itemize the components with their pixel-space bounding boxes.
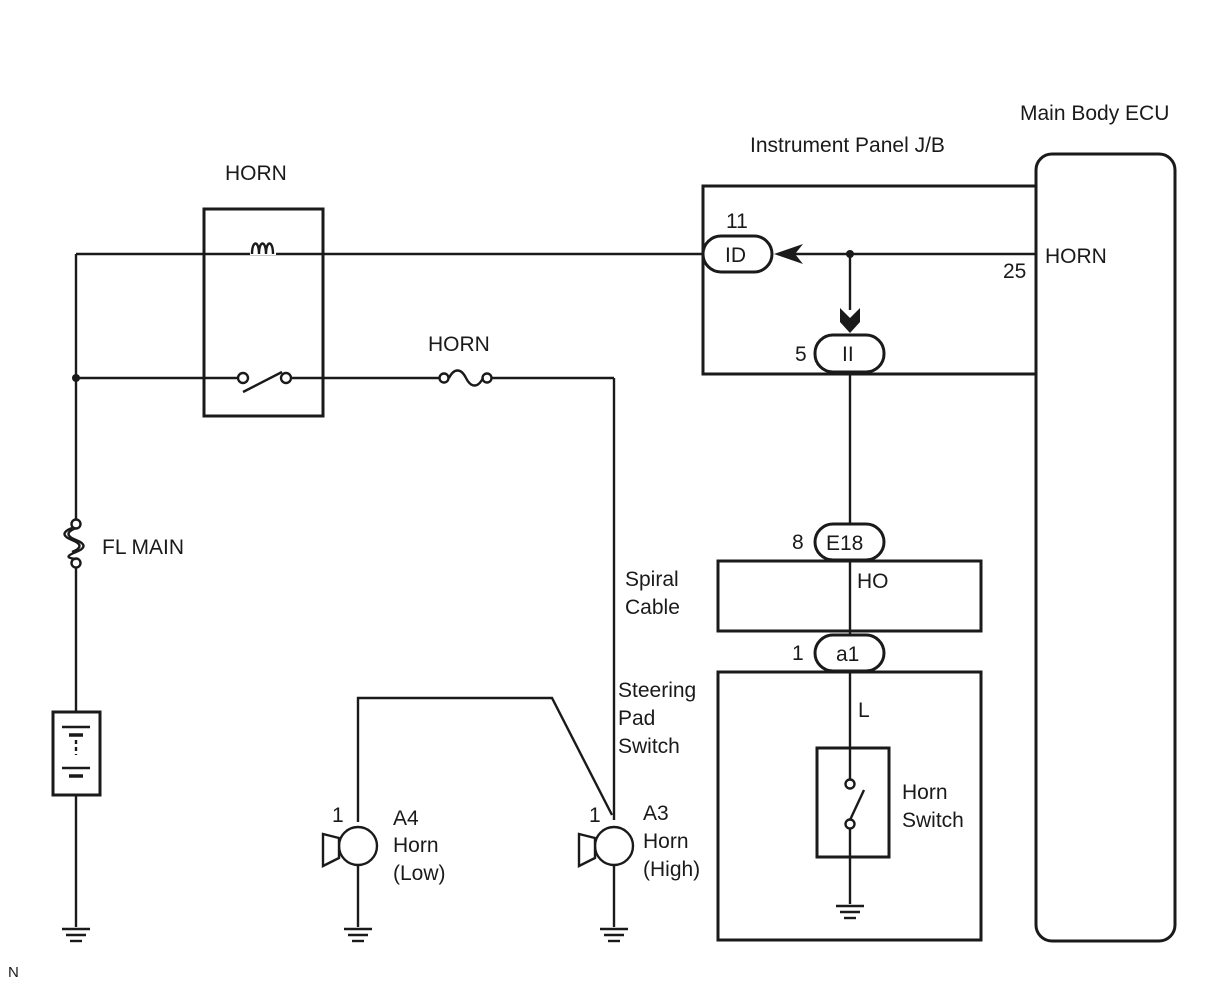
horn-fuse-label: HORN <box>428 333 490 356</box>
a4-horn-type: (Low) <box>393 862 446 885</box>
connector-id-pin: 11 <box>726 210 748 233</box>
a3-horn-pin: 1 <box>589 804 601 827</box>
instrument-panel-jb-box <box>701 184 1038 376</box>
connector-ii-code: II <box>842 343 854 366</box>
steering-pad-label-2: Pad <box>618 707 655 730</box>
connector-e18-code: E18 <box>826 532 863 555</box>
ecu-pin-25: 25 <box>1003 260 1026 283</box>
spiral-cable-box <box>716 559 983 633</box>
connector-id: ID <box>701 234 803 274</box>
a3-horn-type: (High) <box>643 858 700 881</box>
connector-ii: II <box>813 308 886 374</box>
steering-pad-label-1: Steering <box>618 679 696 702</box>
a3-horn-name: Horn <box>643 830 689 853</box>
horn-fuse-icon <box>438 369 493 387</box>
horn-switch-label-2: Switch <box>902 809 964 832</box>
spiral-cable-label-2: Cable <box>625 596 680 619</box>
instrument-panel-jb-label: Instrument Panel J/B <box>750 134 945 157</box>
a4-horn-code: A4 <box>393 807 419 830</box>
ecu-horn-terminal-label: HORN <box>1045 245 1107 268</box>
connector-a1-pin: 1 <box>792 642 804 665</box>
connector-ii-pin: 5 <box>795 343 807 366</box>
corner-mark: N <box>8 964 19 981</box>
ground-icon <box>600 927 628 943</box>
junction-dot <box>72 374 80 382</box>
steering-pad-switch-box <box>716 670 983 942</box>
ground-icon <box>836 904 864 920</box>
horn-relay-box <box>202 207 325 418</box>
a4-horn-icon <box>321 825 379 868</box>
relay-switch-icon <box>236 370 293 394</box>
horn-switch-box <box>815 746 891 859</box>
switch-wire-code: L <box>858 699 870 722</box>
ground-icon <box>344 927 372 943</box>
a4-horn-name: Horn <box>393 834 439 857</box>
relay-coil-icon <box>250 242 276 255</box>
fl-main-fusible-link-icon <box>63 518 85 569</box>
connector-e18: E18 <box>813 522 886 562</box>
steering-pad-label-3: Switch <box>618 735 680 758</box>
horn-switch-contact-icon <box>844 778 866 830</box>
wiring <box>74 252 1036 927</box>
a3-horn-icon <box>577 825 635 868</box>
junction-dot <box>846 250 854 258</box>
horn-relay-label: HORN <box>225 162 287 185</box>
connector-e18-pin: 8 <box>792 531 804 554</box>
connector-a1-code: a1 <box>836 643 859 666</box>
battery-icon <box>51 710 102 797</box>
a3-horn-code: A3 <box>643 802 669 825</box>
main-body-ecu-label: Main Body ECU <box>1020 102 1169 125</box>
spiral-wire-code: HO <box>857 570 889 593</box>
a4-horn-pin: 1 <box>332 804 344 827</box>
fl-main-label: FL MAIN <box>102 536 184 559</box>
spiral-cable-label-1: Spiral <box>625 568 679 591</box>
ground-icon <box>62 927 90 943</box>
horn-switch-label-1: Horn <box>902 781 948 804</box>
connector-id-code: ID <box>725 244 746 267</box>
main-body-ecu-box <box>1034 152 1177 943</box>
connector-a1: a1 <box>813 633 886 673</box>
